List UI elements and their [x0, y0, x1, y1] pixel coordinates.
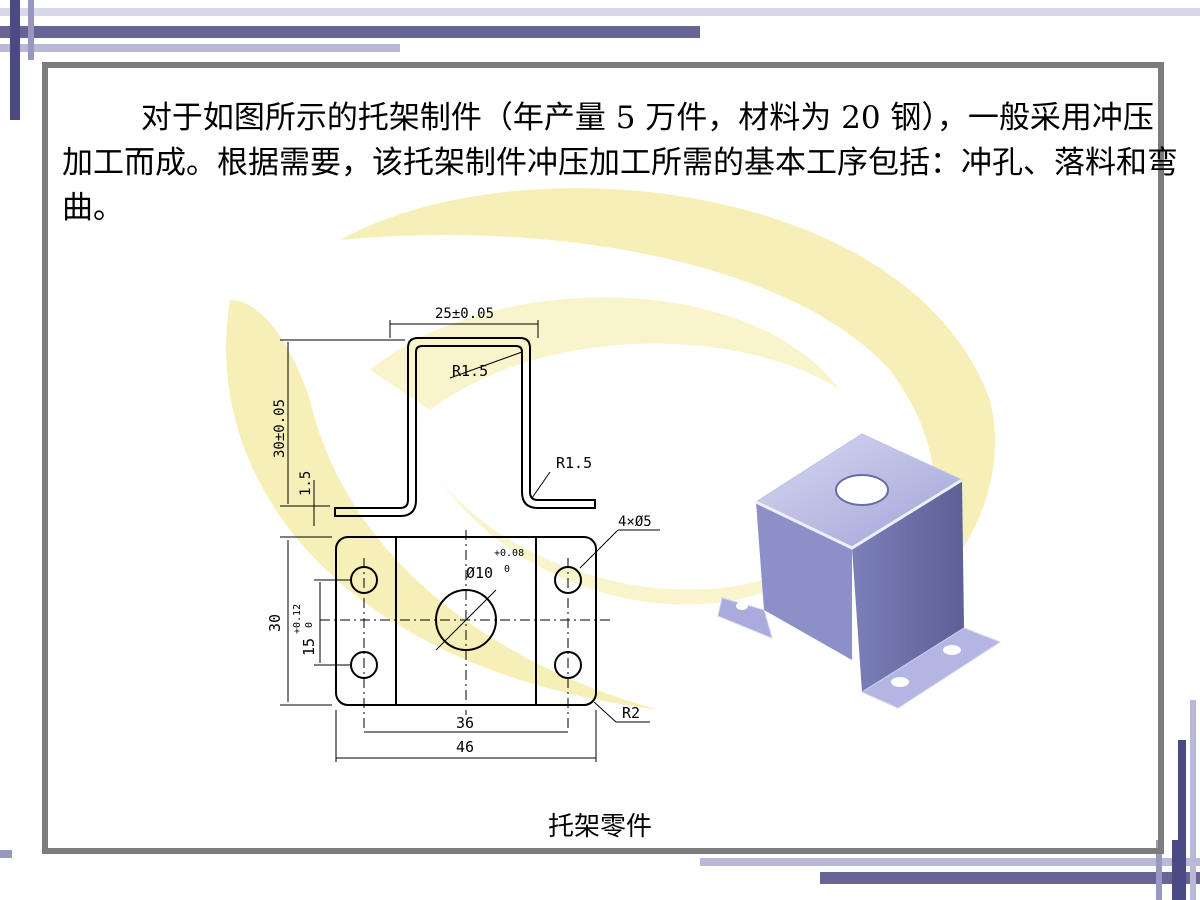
radius-outer-label: R1.5 — [556, 454, 592, 472]
dim-width-top: 25±0.05 — [435, 306, 494, 322]
technical-drawing: 25±0.05 R1.5 R1.5 30±0.05 1.5 4×Ø5 Ø10 +… — [266, 306, 660, 762]
corner-decoration-top-left — [0, 0, 1200, 60]
dim-hole-spacing-tol-low: 0 — [304, 622, 315, 628]
corner-decoration-bottom-right — [700, 840, 1200, 900]
slide-frame — [42, 62, 1164, 854]
dim-hole-span: 36 — [456, 714, 474, 732]
dim-plate-width: 46 — [456, 738, 474, 756]
dim-thickness: 1.5 — [298, 471, 314, 496]
background-swirl-logo — [226, 188, 996, 710]
body-paragraph: 对于如图所示的托架制件（年产量 5 万件，材料为 20 钢），一般采用冲压加工而… — [62, 100, 1178, 226]
corner-radius-label: R2 — [622, 704, 640, 722]
dim-plate-height: 30 — [266, 614, 284, 632]
bracket-3d-render — [717, 433, 1002, 709]
figure-caption: 托架零件 — [547, 812, 652, 842]
side-decoration-right — [1178, 700, 1196, 900]
radius-inner-label: R1.5 — [452, 362, 488, 380]
dim-height: 30±0.05 — [272, 399, 288, 458]
side-decoration-left — [0, 0, 20, 858]
holes-small-label: 4×Ø5 — [618, 514, 652, 530]
dim-hole-spacing-tol: +0.12 — [292, 604, 303, 634]
hole-center-tol-low: 0 — [504, 564, 510, 575]
hole-center-tol: +0.08 — [494, 548, 524, 559]
hole-center-label: Ø10 — [466, 564, 493, 582]
side-view-profile — [334, 337, 596, 517]
dim-hole-spacing: 15 — [300, 638, 318, 656]
